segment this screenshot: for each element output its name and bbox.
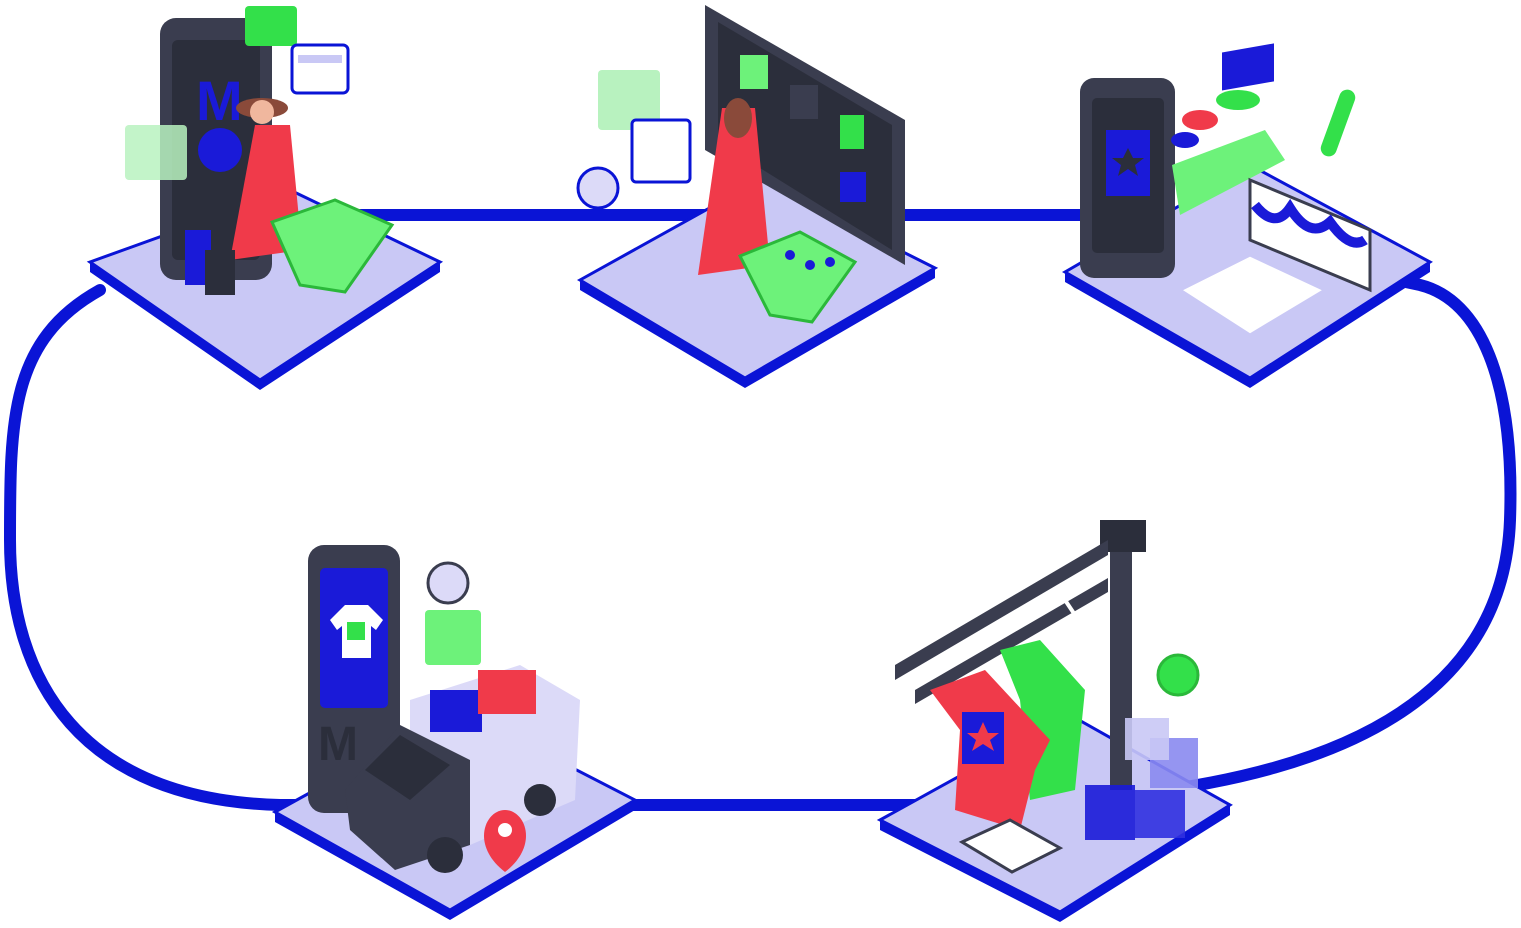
woman-shopper-icon [698, 98, 770, 275]
clipboard-icon [958, 818, 1064, 874]
shopping-basket-icon [737, 230, 858, 324]
paint-stroke [1251, 198, 1368, 248]
location-pin-dot [498, 823, 512, 837]
brand-logo: M [196, 69, 243, 132]
credit-card-icon [290, 43, 350, 95]
globe-icon [198, 128, 242, 172]
chat-bubble-icon [425, 610, 481, 665]
browser-window-icon [630, 118, 692, 184]
platform-edge [880, 805, 1230, 922]
basket-item [825, 257, 835, 267]
product-tile [840, 172, 866, 202]
credit-card-stripe [298, 55, 342, 63]
station-print [1061, 43, 1433, 388]
station-deliver: M [271, 545, 639, 920]
paint-roller-handle [1320, 89, 1356, 157]
hanger-icon [1062, 598, 1086, 642]
platform-edge [580, 268, 935, 388]
product-tile [740, 55, 768, 89]
star-icon [967, 722, 999, 751]
location-pin-icon [484, 810, 526, 872]
product-tile [840, 115, 864, 149]
paint-roller-icon [1248, 177, 1372, 293]
basket-item [805, 260, 815, 270]
basket-item [785, 250, 795, 260]
clock-icon [576, 166, 620, 210]
ink-pot [1216, 90, 1260, 110]
chat-bubble-icon [125, 125, 187, 180]
printed-star-tile [1222, 43, 1274, 91]
box-stack-icon [1085, 718, 1198, 840]
printed-shirt-icon [1176, 253, 1329, 337]
t-shirt-icon [1000, 640, 1085, 800]
shopping-basket-icon [269, 198, 395, 294]
ink-pot [1171, 132, 1199, 148]
star-icon [1112, 148, 1144, 176]
ink-pot [1182, 110, 1218, 130]
station-browse: M [86, 6, 444, 390]
shopping-bag-icon [205, 250, 235, 295]
product-tile [790, 85, 818, 119]
chat-bubble-icon [598, 70, 660, 130]
station-produce [876, 520, 1233, 922]
clock-icon [426, 561, 470, 605]
brand-logo: M [318, 718, 358, 771]
shirt-badge [347, 622, 365, 640]
station-select [576, 5, 939, 388]
ink-tray-icon [1172, 130, 1285, 215]
rail-crane-icon [895, 520, 1146, 790]
delivery-truck-icon [345, 665, 580, 873]
clock-icon [1156, 653, 1200, 697]
platform-edge [275, 800, 635, 920]
chat-bubble-icon [245, 6, 297, 46]
